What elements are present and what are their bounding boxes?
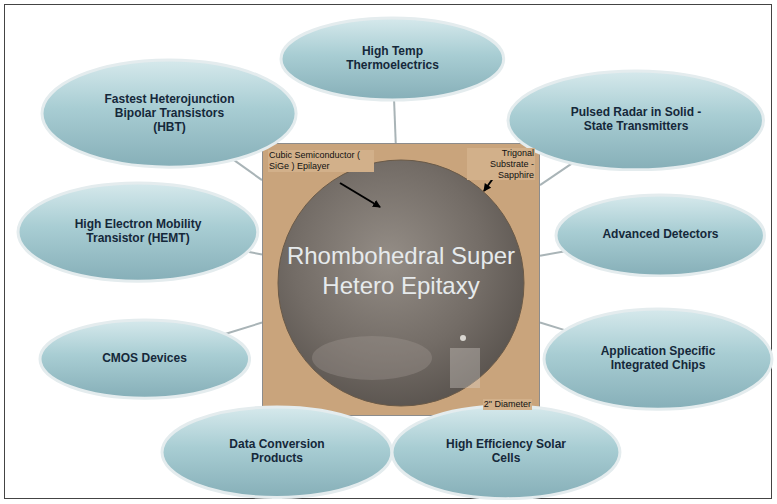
connector-line <box>234 160 262 180</box>
oval-label: CMOS Devices <box>79 352 209 366</box>
oval-label: Fastest Heterojunction Bipolar Transisto… <box>103 93 235 134</box>
application-oval: High Temp Thermoelectrics <box>279 16 506 102</box>
diameter-label: 2" Diameter <box>483 399 532 410</box>
application-oval: Pulsed Radar in Solid -State Transmitter… <box>506 69 765 172</box>
application-oval: Advanced Detectors <box>554 193 766 278</box>
application-oval: Fastest Heterojunction Bipolar Transisto… <box>40 58 298 169</box>
application-oval: High Efficiency Solar Cells <box>390 404 622 501</box>
oval-label: Data Conversion Products <box>212 438 342 466</box>
connector-line <box>540 251 565 255</box>
connector-line <box>540 322 565 330</box>
wafer-title: Rhombohedral Super Hetero Epitaxy <box>286 241 516 301</box>
oval-label: Pulsed Radar in Solid -State Transmitter… <box>561 106 711 134</box>
oval-label: High Temp Thermoelectrics <box>332 45 452 73</box>
connector-line <box>394 100 396 143</box>
wafer-photo-box: Cubic Semiconductor ( SiGe ) Epilayer Tri… <box>262 143 540 416</box>
substrate-label: Trigonal Substrate - Sapphire <box>467 148 535 180</box>
connector-line <box>248 252 262 255</box>
frame-border <box>5 5 772 499</box>
application-oval: Application Specific Integrated Chips <box>542 307 774 411</box>
connector-line <box>540 163 573 185</box>
layer-label: Cubic Semiconductor ( SiGe ) Epilayer <box>268 150 374 172</box>
oval-label: High Electron Mobility Transistor (HEMT) <box>68 218 208 246</box>
oval-label: High Efficiency Solar Cells <box>441 438 571 466</box>
connector-line <box>225 323 262 334</box>
application-oval: High Electron Mobility Transistor (HEMT) <box>16 181 260 283</box>
application-oval: Data Conversion Products <box>160 405 394 500</box>
application-oval: CMOS Devices <box>38 318 252 400</box>
oval-label: Advanced Detectors <box>595 228 725 242</box>
leader-arrow <box>340 183 380 207</box>
oval-label: Application Specific Integrated Chips <box>588 345 728 373</box>
